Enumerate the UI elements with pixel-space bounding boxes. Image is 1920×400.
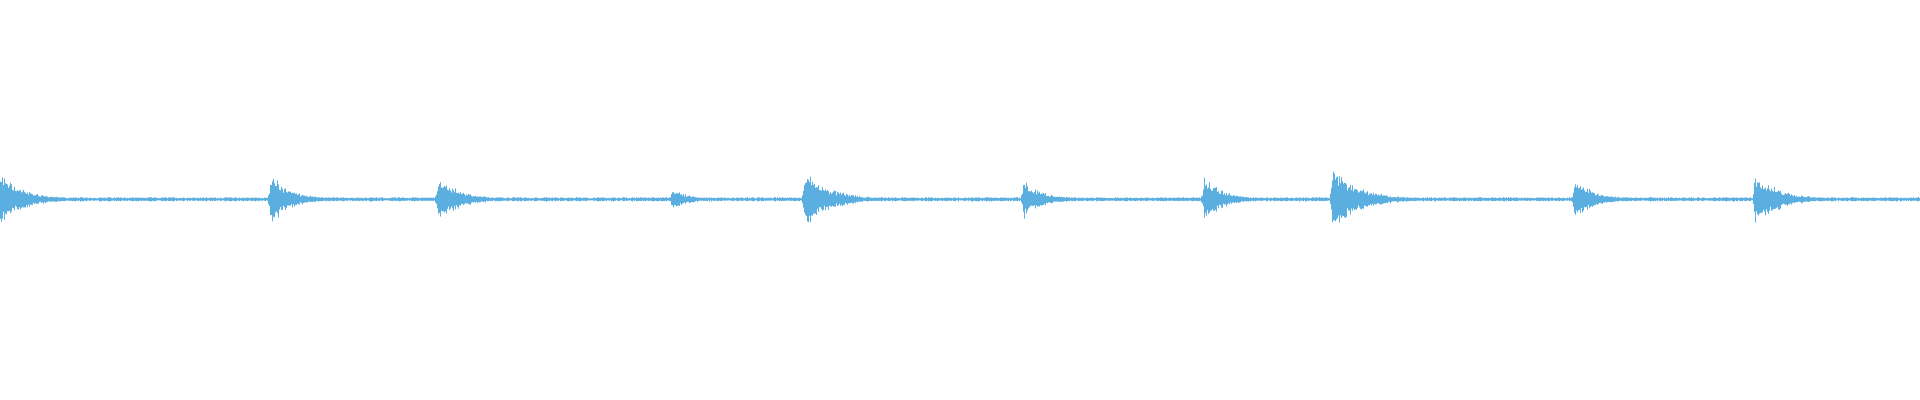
waveform-path (0, 171, 1920, 223)
waveform-samples (0, 171, 1920, 223)
